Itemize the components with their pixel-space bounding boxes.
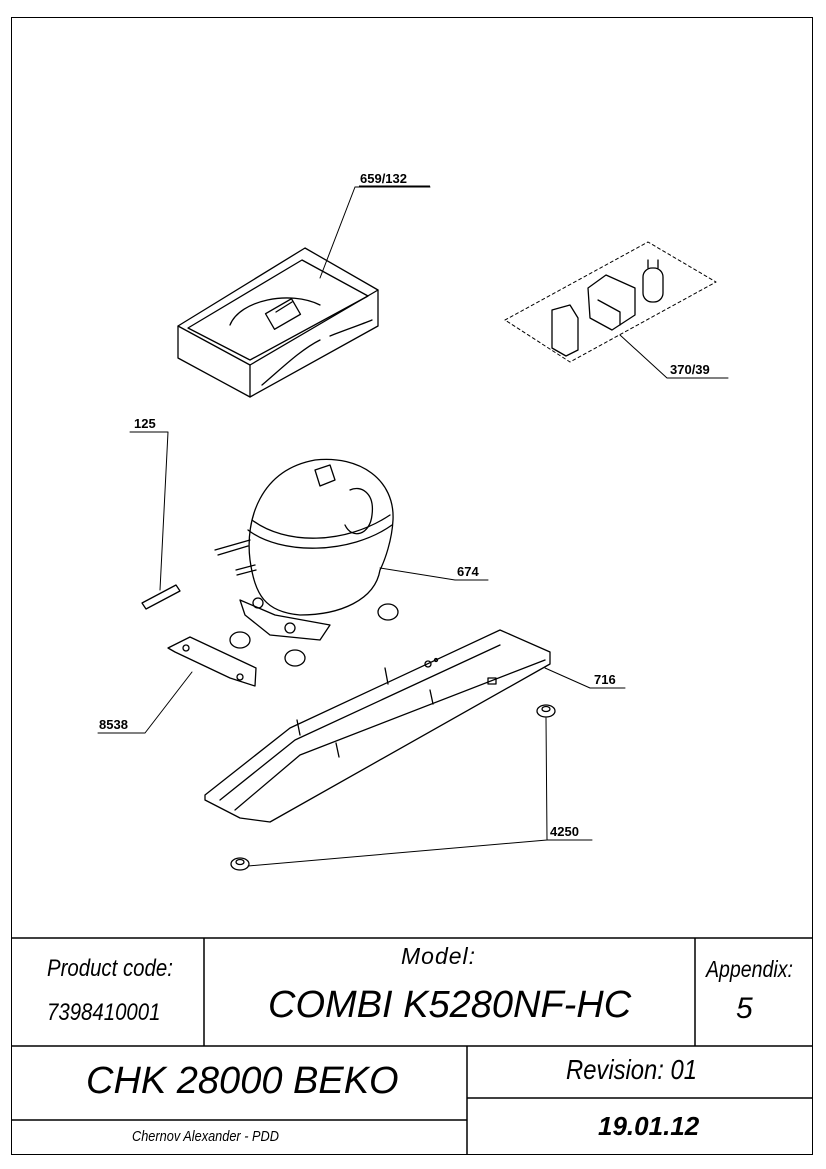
part-label-674: 674 (457, 564, 479, 579)
process-tube (141, 584, 181, 610)
sheet-border (11, 17, 813, 1155)
base-rail (204, 629, 551, 823)
appendix-label: Appendix: (706, 956, 793, 982)
revision-date: 19.01.12 (598, 1111, 700, 1141)
part-label-370-39: 370/39 (670, 362, 710, 377)
appendix-value: 5 (736, 992, 753, 1025)
part-label-125: 125 (134, 416, 156, 431)
model-value: COMBI K5280NF-HC (268, 984, 632, 1026)
product-code-label: Product code: (47, 955, 173, 982)
part-label-716: 716 (594, 672, 616, 687)
mounting-plate (167, 636, 257, 687)
compressor (214, 458, 399, 667)
product-code-value: 7398410001 (47, 999, 161, 1026)
title-block-grid (11, 937, 813, 1155)
author: Chernov Alexander - PDD (132, 1128, 279, 1145)
grommets (230, 704, 556, 871)
part-label-4250: 4250 (550, 824, 579, 839)
model-label: Model: (401, 943, 477, 969)
drip-tray (177, 247, 379, 398)
part-label-659-132: 659/132 (360, 171, 407, 186)
revision: Revision: 01 (566, 1054, 697, 1085)
part-label-8538: 8538 (99, 717, 128, 732)
leader-lines (97, 186, 729, 867)
catalog-name: CHK 28000 BEKO (86, 1060, 399, 1102)
relay-kit (504, 241, 717, 363)
